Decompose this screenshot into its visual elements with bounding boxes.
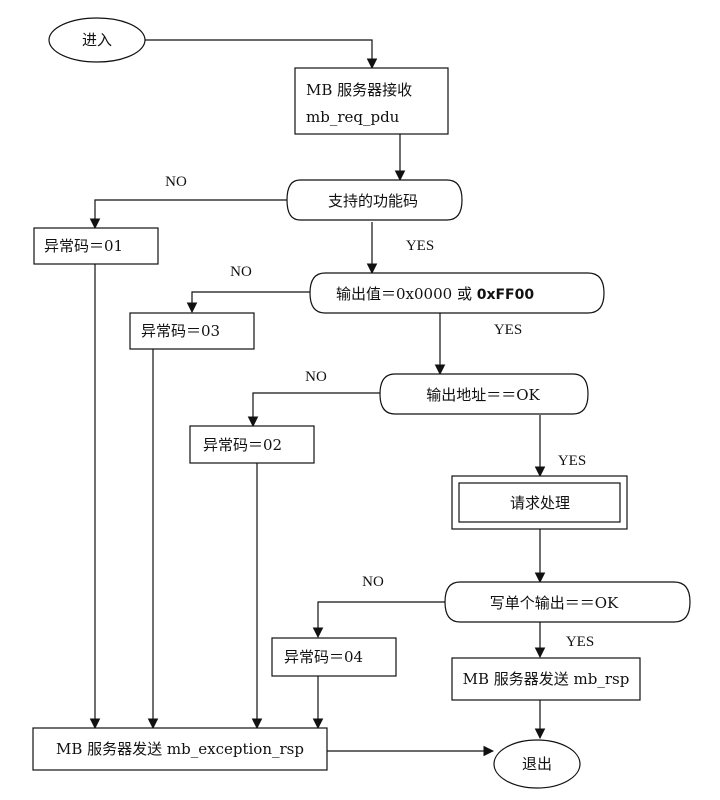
edge-address-no: [247, 392, 380, 428]
check-value-label: 输出值＝0x0000 或 0xFF00: [336, 285, 534, 303]
label-function-no: NO: [165, 174, 187, 190]
receive-label-line2: mb_req_pdu: [306, 108, 400, 126]
label-write-no: NO: [362, 574, 384, 590]
write-output-node: 写单个输出＝＝OK: [444, 581, 691, 623]
label-address-yes: YES: [558, 453, 586, 469]
err02-label: 异常码＝02: [203, 436, 282, 454]
check-function-label: 支持的功能码: [328, 192, 418, 210]
err02-node: 异常码＝02: [189, 425, 315, 464]
err01-node: 异常码＝01: [33, 227, 159, 265]
check-function-node: 支持的功能码: [286, 179, 463, 221]
check-value-prefix: 输出值＝0x0000 或: [336, 285, 477, 303]
check-address-node: 输出地址＝＝OK: [379, 373, 589, 415]
err01-label: 异常码＝01: [44, 237, 123, 255]
send-rsp-node: MB 服务器发送 mb_rsp: [451, 657, 641, 701]
start-node: 进入: [48, 17, 146, 63]
label-value-yes: YES: [494, 322, 522, 338]
err04-label: 异常码＝04: [284, 648, 363, 666]
edge-labels: NO YES NO YES NO YES NO YES: [165, 174, 594, 650]
err03-node: 异常码＝03: [129, 312, 255, 350]
start-label: 进入: [82, 31, 112, 49]
process-label: 请求处理: [510, 494, 570, 512]
edge-start-to-receive: [145, 39, 378, 70]
send-exception-node: MB 服务器发送 mb_exception_rsp: [32, 727, 328, 771]
label-function-yes: YES: [406, 238, 434, 254]
edge-value-no: [186, 291, 310, 314]
label-value-no: NO: [230, 264, 252, 280]
edge-write-no: [312, 601, 445, 639]
check-value-node: 输出值＝0x0000 或 0xFF00: [309, 272, 605, 314]
write-output-label: 写单个输出＝＝OK: [490, 594, 619, 612]
check-value-bold: 0xFF00: [477, 287, 535, 303]
send-exception-label: MB 服务器发送 mb_exception_rsp: [56, 740, 304, 758]
err04-node: 异常码＝04: [271, 637, 397, 677]
process-node: 请求处理: [451, 475, 628, 530]
edges: [89, 39, 546, 757]
end-node: 退出: [493, 739, 581, 789]
send-rsp-label: MB 服务器发送 mb_rsp: [463, 670, 630, 688]
receive-label-line1: MB 服务器接收: [306, 81, 412, 99]
end-label: 退出: [522, 755, 552, 773]
label-write-yes: YES: [566, 634, 594, 650]
err03-label: 异常码＝03: [141, 322, 220, 340]
edge-function-no: [89, 199, 287, 230]
check-address-label: 输出地址＝＝OK: [426, 386, 540, 404]
receive-node: MB 服务器接收 mb_req_pdu: [294, 67, 449, 135]
label-address-no: NO: [305, 369, 327, 385]
